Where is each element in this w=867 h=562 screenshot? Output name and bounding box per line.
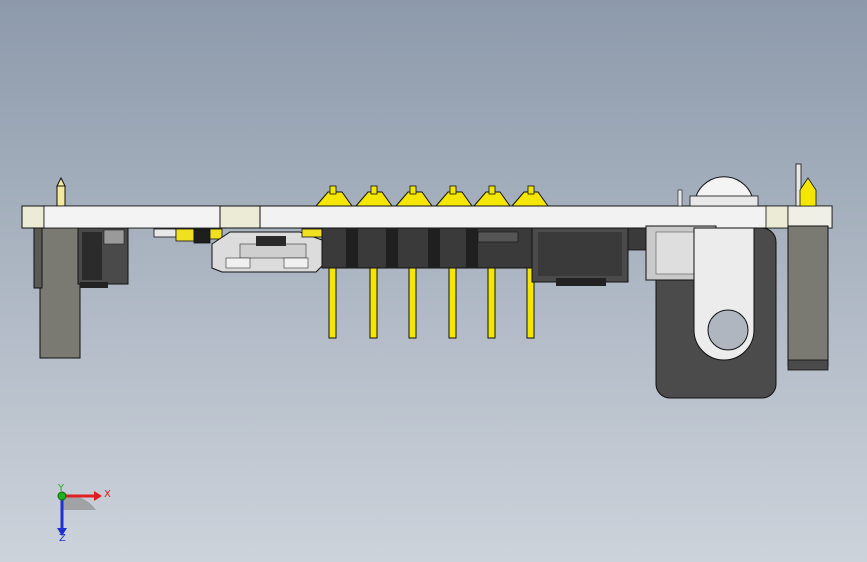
- left-edge-connector: [33, 225, 81, 359]
- y-axis-label: Y: [57, 483, 65, 494]
- usb-connector: [211, 228, 323, 273]
- led-dome: [689, 176, 759, 207]
- left-module: [77, 227, 129, 288]
- coordinate-triad: X Y Z: [57, 483, 111, 544]
- smd-parts: [153, 228, 223, 244]
- top-right-pins: [677, 163, 817, 207]
- z-axis-label: Z: [59, 533, 66, 544]
- dc-jack: [645, 225, 777, 399]
- right-post: [787, 225, 829, 371]
- pin-header-body: [321, 227, 533, 269]
- right-module: [531, 227, 651, 286]
- left-top-pin: [56, 176, 66, 207]
- y-axis-dot: [57, 491, 67, 501]
- x-axis-label: X: [104, 489, 111, 500]
- triad-plane: [62, 495, 96, 510]
- header-pins-top: [314, 185, 549, 207]
- pcb-board: [21, 205, 833, 229]
- header-pins-bottom: [328, 267, 535, 339]
